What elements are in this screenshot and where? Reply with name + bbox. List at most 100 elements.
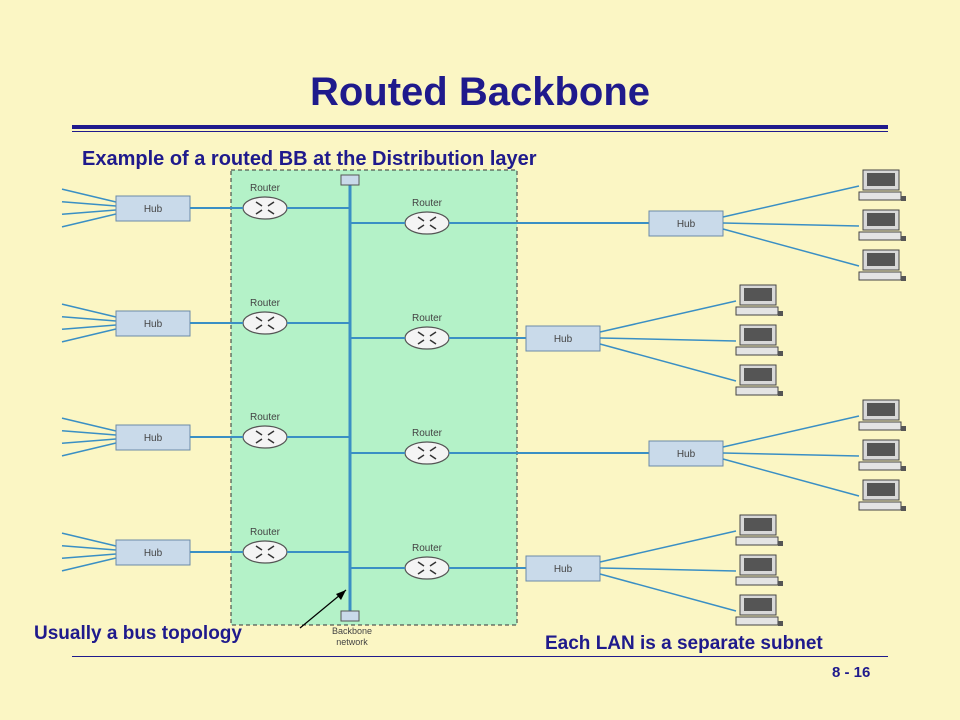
left-lan-3-line-2	[61, 429, 117, 436]
right-lan-3-link-3	[722, 458, 860, 497]
computer-base	[735, 346, 779, 356]
computer-base	[735, 306, 779, 316]
right-lan-4-link-2	[599, 567, 737, 572]
right-lan-2-computer-3	[735, 364, 783, 396]
hub-icon	[115, 539, 191, 566]
router-arrow	[417, 224, 425, 230]
right-lan-1-computer-3	[858, 249, 906, 281]
right-lan-2-computer-2	[735, 324, 783, 356]
computer-screen	[867, 213, 895, 226]
router-icon	[242, 311, 288, 335]
computer-mouse	[901, 276, 906, 281]
computer-mouse	[901, 466, 906, 471]
left-lan-3-line-3	[61, 438, 117, 445]
router-arrow	[255, 201, 263, 207]
computer-mouse	[778, 621, 783, 626]
left-lan-1-line-3	[61, 209, 117, 216]
router-arrow	[429, 569, 437, 575]
computer-screen	[744, 328, 772, 341]
router-icon	[242, 540, 288, 564]
computer-mouse	[778, 581, 783, 586]
router-arrow	[429, 339, 437, 345]
computer-mouse	[778, 541, 783, 546]
computer-mouse	[778, 311, 783, 316]
router-label: Router	[250, 412, 281, 423]
hub-icon	[115, 195, 191, 222]
computer-screen	[867, 253, 895, 266]
title-rule-thick	[72, 125, 888, 129]
router-label: Router	[250, 183, 281, 194]
router-arrow	[417, 331, 425, 337]
router-arrow	[255, 553, 263, 559]
left-hub-2: Hub	[115, 310, 191, 337]
bus-terminator-bottom	[340, 610, 360, 622]
right-lan-1-link-1	[722, 185, 860, 218]
right-lan-3-computer-1	[858, 399, 906, 431]
router-arrow	[429, 224, 437, 230]
left-lan-3-line-4	[61, 442, 117, 457]
router-icon	[242, 196, 288, 220]
computer-base	[858, 271, 902, 281]
computer-screen	[867, 403, 895, 416]
router-arrow	[417, 339, 425, 345]
right-lan-2-link-3	[599, 343, 737, 382]
backbone-label-line2: network	[336, 637, 368, 647]
subnet-note: Each LAN is a separate subnet	[545, 633, 823, 654]
left-hub-3: Hub	[115, 424, 191, 451]
computer-base	[735, 616, 779, 626]
hub-label: Hub	[677, 219, 696, 230]
left-lan-4-line-4	[61, 557, 117, 572]
router-icon	[404, 441, 450, 465]
router-arrow	[429, 216, 437, 222]
router-label: Router	[412, 198, 443, 209]
router-label: Router	[250, 527, 281, 538]
router-label: Router	[412, 428, 443, 439]
router-arrow	[417, 216, 425, 222]
right-router-3: Router	[404, 428, 450, 465]
router-icon	[404, 326, 450, 350]
router-arrow	[417, 454, 425, 460]
router-arrow	[255, 324, 263, 330]
diagram-subtitle: Example of a routed BB at the Distributi…	[82, 148, 537, 170]
page-title: Routed Backbone	[309, 70, 651, 114]
left-lan-4-line-1	[61, 532, 117, 547]
router-arrow	[255, 430, 263, 436]
hub-label: Hub	[554, 334, 573, 345]
hub-label: Hub	[144, 548, 163, 559]
computer-screen	[744, 518, 772, 531]
right-lan-1-computer-2	[858, 209, 906, 241]
page-number: 8 - 16	[832, 664, 871, 681]
right-lan-2-computer-1	[735, 284, 783, 316]
hub-icon	[525, 555, 601, 582]
computer-mouse	[901, 506, 906, 511]
left-hub-4: Hub	[115, 539, 191, 566]
right-lan-4-link-3	[599, 573, 737, 612]
right-lan-3-computer-3	[858, 479, 906, 511]
right-lan-4-link-1	[599, 530, 737, 563]
hub-label: Hub	[144, 204, 163, 215]
title-rule-thin	[72, 131, 888, 132]
right-lan-3-link-1	[722, 415, 860, 448]
hub-label: Hub	[144, 319, 163, 330]
left-lan-1-line-1	[61, 188, 117, 203]
right-hub-4: Hub	[525, 555, 601, 582]
computer-base	[735, 536, 779, 546]
right-lan-1-link-3	[722, 228, 860, 267]
computer-screen	[744, 558, 772, 571]
computer-mouse	[778, 351, 783, 356]
computer-screen	[744, 288, 772, 301]
router-arrow	[255, 209, 263, 215]
computer-base	[858, 461, 902, 471]
backbone-label-line1: Backbone	[332, 626, 372, 636]
right-lan-4-computer-1	[735, 514, 783, 546]
router-arrow	[267, 201, 275, 207]
computer-base	[735, 386, 779, 396]
router-arrow	[267, 316, 275, 322]
right-lan-4-computer-2	[735, 554, 783, 586]
left-router-2: Router	[242, 298, 288, 335]
hub-icon	[115, 310, 191, 337]
router-icon	[404, 211, 450, 235]
computer-base	[735, 576, 779, 586]
computer-screen	[744, 598, 772, 611]
